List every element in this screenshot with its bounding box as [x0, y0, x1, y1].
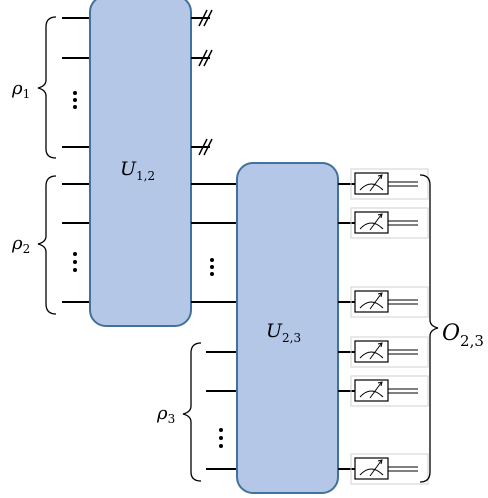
rho2-group: ρ2: [11, 175, 90, 315]
gate-u12: [89, 0, 192, 327]
rho1-label: ρ1: [11, 78, 30, 101]
meter-icon: [350, 286, 429, 318]
discard-icon: [198, 9, 213, 27]
discard-icon: [198, 49, 213, 67]
meter-icon: [350, 453, 429, 485]
discarded-wires: [191, 9, 213, 156]
ellipsis-icon: [73, 252, 77, 272]
ellipsis-icon: [73, 91, 77, 109]
gate-u23-label: U2,3: [266, 320, 301, 345]
rho1-brace: [37, 16, 57, 159]
o23-brace: [419, 174, 439, 483]
meter-icon: [350, 168, 429, 200]
rho1-group: ρ1: [11, 16, 90, 159]
rho3-label: ρ3: [156, 403, 175, 426]
rho2-label: ρ2: [11, 233, 30, 256]
measurement-column: [338, 168, 429, 485]
meter-icon: [350, 207, 429, 239]
meter-icon: [350, 375, 429, 407]
discard-icon: [198, 138, 213, 156]
rho2-brace: [37, 175, 57, 315]
o23-label: O2,3: [442, 321, 484, 350]
rho3-group: ρ3: [156, 342, 237, 482]
rho3-brace: [182, 342, 202, 482]
ellipsis-icon: [210, 258, 214, 276]
inter-gate-wires: [191, 183, 237, 303]
gate-u12-label: U1,2: [120, 158, 155, 183]
ellipsis-icon: [219, 428, 223, 448]
gate-u23: [236, 162, 339, 494]
meter-icon: [350, 336, 429, 368]
